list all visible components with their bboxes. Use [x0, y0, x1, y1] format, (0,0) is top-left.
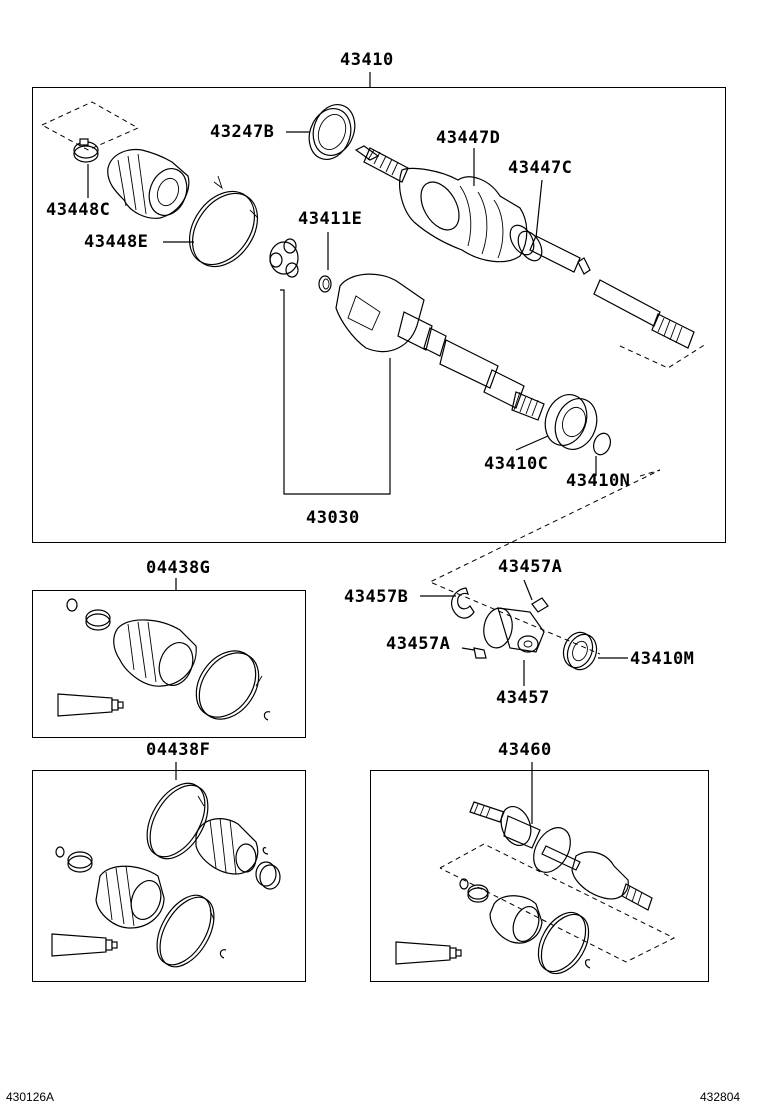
label-43410: 43410: [340, 50, 394, 70]
footer-left-code: 430126A: [6, 1090, 55, 1104]
bearing-icon: [308, 104, 356, 160]
snap-ring-icon: [592, 432, 612, 456]
boot-clamp-icon: [73, 138, 99, 163]
cv-boot-kit-icon: [55, 782, 281, 968]
grease-tube-icon: [51, 933, 118, 957]
drive-shaft-assembly-icon: [335, 273, 545, 421]
label-43447C: 43447C: [508, 158, 573, 178]
drive-shaft-assembly-icon: [469, 801, 653, 911]
label-43448E: 43448E: [84, 232, 149, 252]
frame-43410: [32, 87, 726, 543]
label-43410M: 43410M: [630, 649, 695, 669]
boot-clamp-icon: [188, 175, 259, 268]
frame-04438G: [32, 590, 306, 738]
label-43030: 43030: [306, 508, 360, 528]
oil-seal-icon: [562, 631, 598, 671]
frame-04438F: [32, 770, 306, 982]
label-43410C: 43410C: [484, 454, 549, 474]
bearing-icon: [544, 394, 598, 450]
label-43460: 43460: [498, 740, 552, 760]
cv-boot-kit-icon: [66, 598, 271, 721]
label-04438F: 04438F: [146, 740, 211, 760]
label-43448C: 43448C: [46, 200, 111, 220]
label-43447D: 43447D: [436, 128, 501, 148]
label-43457A-top: 43457A: [498, 557, 563, 577]
tripod-joint-icon: [269, 238, 299, 278]
frame-43460: [370, 770, 709, 982]
label-43457B: 43457B: [344, 587, 409, 607]
label-43247B: 43247B: [210, 122, 275, 142]
label-43457: 43457: [496, 688, 550, 708]
grease-tube-icon: [395, 941, 462, 965]
drive-shaft-assembly-icon: [354, 145, 695, 349]
label-43457A-left: 43457A: [386, 634, 451, 654]
snap-ring-icon: [318, 275, 332, 293]
cv-boot-icon: [107, 148, 190, 219]
grease-tube-icon: [57, 693, 124, 717]
label-43410N: 43410N: [566, 471, 631, 491]
cv-boot-kit-icon: [459, 878, 591, 975]
label-43411E: 43411E: [298, 209, 363, 229]
footer-right-code: 432804: [700, 1090, 741, 1104]
label-04438G: 04438G: [146, 558, 211, 578]
bearing-bracket-icon: [450, 587, 549, 659]
